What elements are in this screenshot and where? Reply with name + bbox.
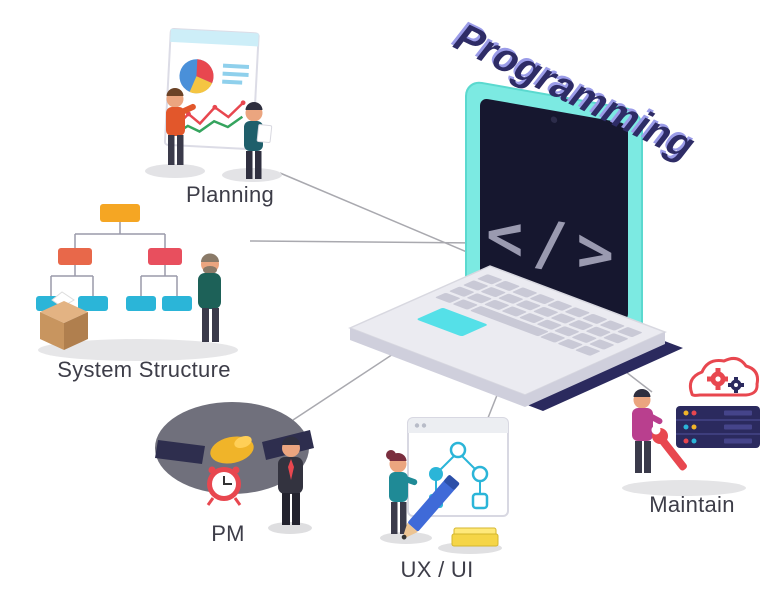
pm-illustration <box>155 402 314 534</box>
manager-person <box>278 436 303 525</box>
wrench-icon <box>651 425 687 471</box>
designer-person <box>386 450 418 534</box>
label-pm: PM <box>211 521 245 546</box>
webcam-icon <box>550 116 558 123</box>
gear-icon <box>728 377 744 393</box>
ground-shadow <box>622 480 746 496</box>
ux-ui-illustration <box>380 417 509 554</box>
notepad-icon <box>451 527 499 547</box>
browser-window <box>407 417 509 517</box>
label-planning: Planning <box>185 182 275 207</box>
maintain-illustration <box>622 356 760 496</box>
planning-illustration <box>145 28 282 182</box>
org-chart-icon <box>36 204 192 311</box>
flipchart-board <box>163 28 260 151</box>
screen-display <box>480 98 628 321</box>
ground-shadow <box>268 522 312 534</box>
note-taker-person <box>244 102 273 179</box>
label-maintain: Maintain <box>649 492 735 517</box>
laptop-base <box>348 265 667 407</box>
label-system-structure: System Structure <box>57 357 231 382</box>
ground-shadow <box>38 339 238 361</box>
presenter-person <box>166 88 196 165</box>
alarm-clock-icon <box>206 466 242 506</box>
keyboard-keys <box>435 274 642 356</box>
technician-person <box>632 389 663 473</box>
architect-person <box>198 253 221 342</box>
cardboard-box-icon <box>40 291 88 350</box>
cloud-gears-icon <box>688 356 759 397</box>
label-ux-ui: UX / UI <box>400 557 474 582</box>
server-rack-icon <box>676 406 760 448</box>
laptop-screen: </> <box>465 81 643 338</box>
system-structure-illustration <box>36 204 238 361</box>
ground-shadow <box>145 164 205 178</box>
pencil-icon <box>401 475 460 540</box>
gear-icon <box>707 368 728 390</box>
line-chart-icon <box>172 101 244 131</box>
